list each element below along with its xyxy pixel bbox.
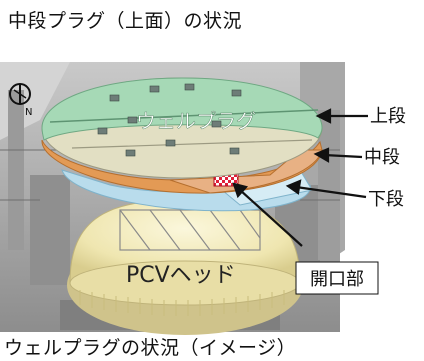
upper-plug [41, 77, 323, 179]
figure-caption: ウェルプラグの状況（イメージ） [4, 337, 297, 359]
lower-stage-label: 下段 [368, 189, 404, 210]
middle-stage-label: 中段 [364, 147, 400, 168]
pcv-head-label: PCVヘッド [126, 263, 236, 288]
pcv-head [67, 199, 303, 335]
middle-plug [41, 139, 323, 194]
opening-label-box [295, 261, 379, 295]
compass-label: N [25, 107, 32, 118]
upper-stage-label: 上段 [370, 106, 406, 127]
page-title: 中段プラグ（上面）の状況 [8, 10, 243, 32]
opening-label: 開口部 [310, 269, 364, 290]
well-plug-label: ウェルプラグ [136, 109, 256, 133]
compass-icon [9, 83, 31, 105]
callout-arrows [232, 108, 368, 247]
